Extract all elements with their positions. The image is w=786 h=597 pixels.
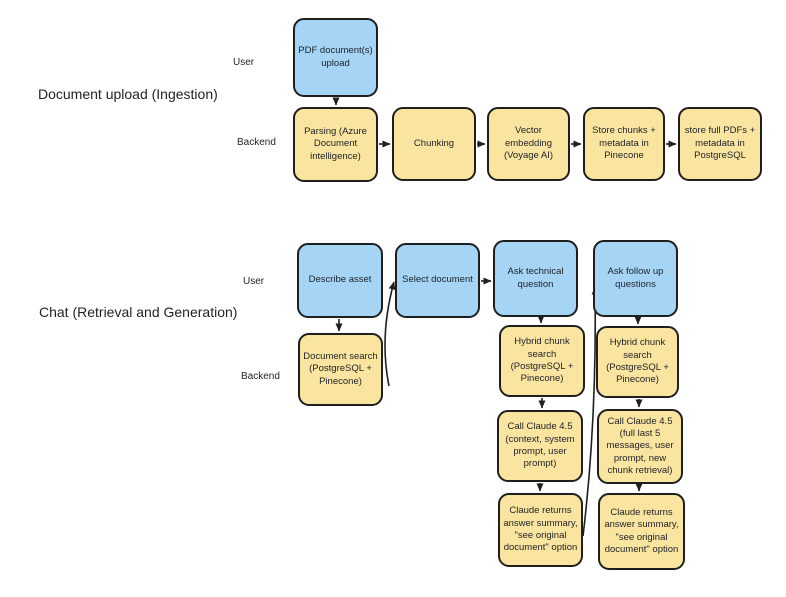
node-pdf-upload: PDF document(s) upload [293, 18, 378, 97]
node-vector-embedding: Vector embedding (Voyage AI) [487, 107, 570, 181]
lane-label-backend: Backend [241, 371, 280, 382]
node-call-claude-context: Call Claude 4.5 (context, system prompt,… [497, 410, 583, 482]
section-title: Chat (Retrieval and Generation) [39, 304, 238, 320]
node-call-claude-history: Call Claude 4.5 (full last 5 messages, u… [597, 409, 683, 484]
node-ask-followup: Ask follow up questions [593, 240, 678, 317]
section-title: Document upload (Ingestion) [38, 86, 218, 102]
node-store-chunks: Store chunks + metadata in Pinecone [583, 107, 665, 181]
node-hybrid-search-2: Hybrid chunk search (PostgreSQL + Pineco… [596, 326, 679, 398]
node-hybrid-search-1: Hybrid chunk search (PostgreSQL + Pineco… [499, 325, 585, 397]
node-select-document: Select document [395, 243, 480, 318]
node-parsing: Parsing (Azure Document intelligence) [293, 107, 378, 182]
node-ask-technical: Ask technical question [493, 240, 578, 317]
node-store-pdfs: store full PDFs + metadata in PostgreSQL [678, 107, 762, 181]
node-document-search: Document search (PostgreSQL + Pinecone) [298, 333, 383, 406]
node-describe-asset: Describe asset [297, 243, 383, 318]
lane-label-user: User [233, 57, 255, 68]
lane-label-user: User [243, 276, 265, 287]
lane-label-backend: Backend [237, 137, 276, 148]
arrow-document-search-to-select-document [384, 281, 396, 387]
node-chunking: Chunking [392, 107, 476, 181]
node-claude-returns-1: Claude returns answer summary, "see orig… [498, 493, 583, 567]
node-claude-returns-2: Claude returns answer summary, "see orig… [598, 493, 685, 570]
arrow-claude-returns-1-to-ask-followup [582, 286, 599, 537]
